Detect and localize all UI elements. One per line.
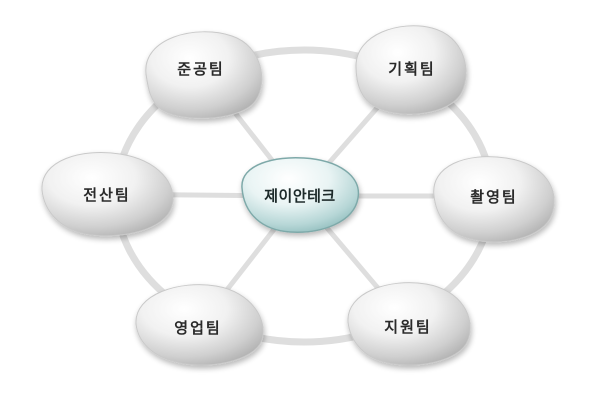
- team-label-right: 촬영팀: [470, 188, 517, 206]
- team-node-left[interactable]: 전산팀: [41, 152, 174, 237]
- node-blob: [145, 31, 263, 119]
- node-blob: [347, 282, 471, 366]
- node-blob: [433, 156, 555, 243]
- team-node-top-left[interactable]: 준공팀: [145, 31, 263, 119]
- node-blob: [355, 25, 467, 115]
- team-label-top-left: 준공팀: [177, 60, 224, 78]
- team-node-top-right[interactable]: 기획팀: [355, 25, 467, 115]
- center-node[interactable]: 제이안테크: [241, 156, 360, 233]
- team-label-bottom-left: 영업팀: [174, 319, 221, 337]
- team-label-top-right: 기획팀: [388, 60, 435, 78]
- center-label: 제이안테크: [264, 187, 336, 205]
- team-node-bottom-right[interactable]: 지원팀: [347, 282, 471, 366]
- node-blob: [41, 152, 174, 237]
- team-node-right[interactable]: 촬영팀: [433, 156, 555, 243]
- team-label-left: 전산팀: [83, 186, 130, 204]
- team-node-bottom-left[interactable]: 영업팀: [135, 284, 264, 366]
- center-blob: [241, 156, 360, 233]
- node-blob: [135, 284, 264, 366]
- team-label-bottom-right: 지원팀: [384, 318, 431, 336]
